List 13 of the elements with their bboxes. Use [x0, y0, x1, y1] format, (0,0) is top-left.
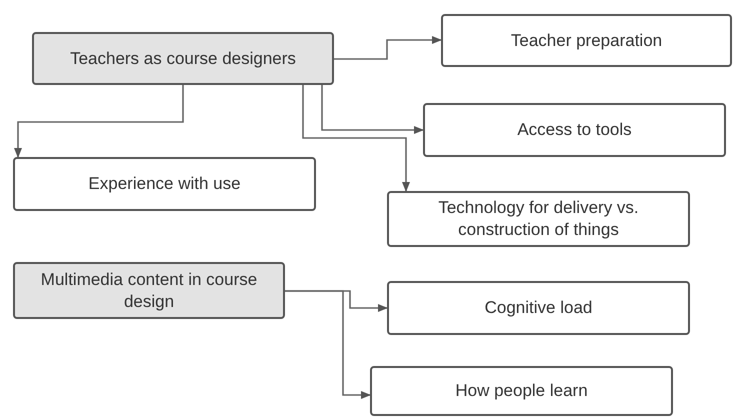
- subtopic-box: How people learn: [370, 366, 673, 416]
- arrow: [14, 85, 184, 158]
- subtopic-box: Access to tools: [423, 103, 726, 157]
- topic-box: Multimedia content in course design: [13, 262, 285, 319]
- subtopic-box: Technology for delivery vs. construction of things: [387, 191, 690, 247]
- arrow: [334, 36, 442, 60]
- subtopic-box: Experience with use: [13, 157, 316, 211]
- arrow: [285, 290, 371, 399]
- arrow: [302, 85, 410, 192]
- arrow: [321, 85, 424, 134]
- subtopic-box: Teacher preparation: [441, 14, 732, 67]
- topic-box: Teachers as course designers: [32, 32, 334, 85]
- subtopic-box: Cognitive load: [387, 281, 690, 335]
